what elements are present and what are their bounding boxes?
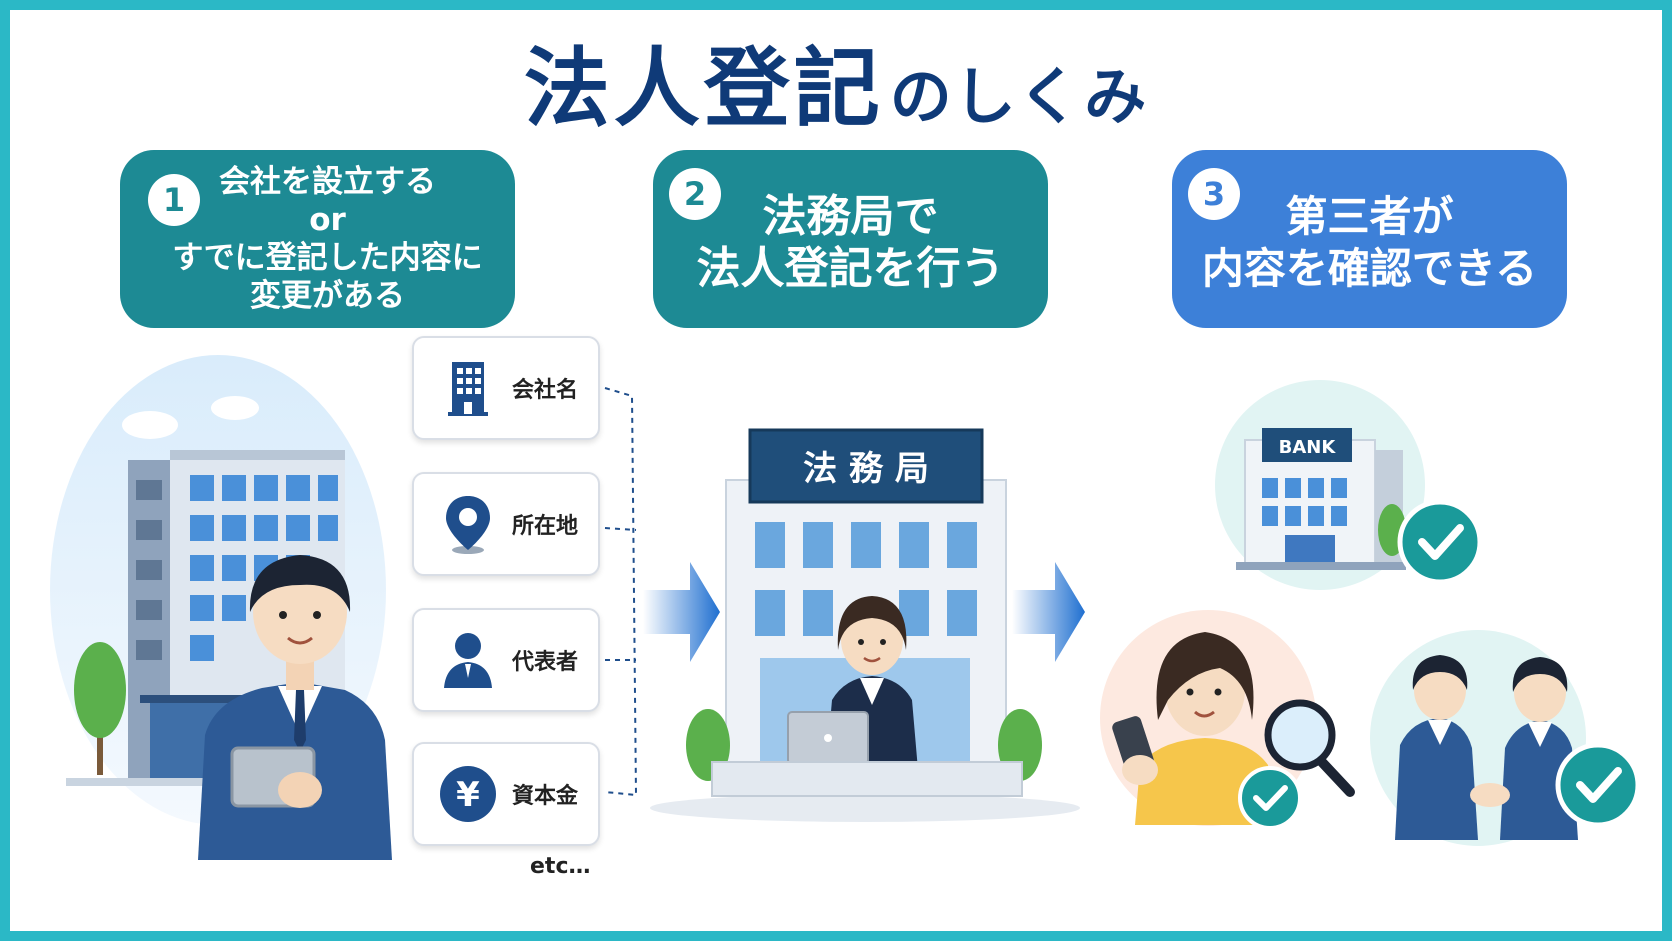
person-icon xyxy=(444,633,492,688)
step-3-box: 3 第三者が 内容を確認できる xyxy=(1172,150,1567,328)
info-label-capital: 資本金 xyxy=(512,784,579,809)
title-sub: のしくみ xyxy=(889,60,1149,133)
step-2-number: 2 xyxy=(669,168,721,220)
building-icon xyxy=(448,362,488,416)
info-card-representative: 代表者 xyxy=(412,608,600,712)
businessman xyxy=(198,555,392,860)
info-label-address: 所在地 xyxy=(512,514,579,539)
step-1-text: 会社を設立する or すでに登記した内容に 変更がある xyxy=(152,163,482,315)
woman-scene xyxy=(1100,610,1355,830)
arrow-right-1 xyxy=(643,562,720,662)
arrow-right-2 xyxy=(1012,562,1085,662)
step-1-number: 1 xyxy=(148,174,200,226)
bank-check-icon xyxy=(1397,499,1483,585)
step-1-box: 1 会社を設立する or すでに登記した内容に 変更がある xyxy=(120,150,515,328)
step-2-text: 法務局で 法人登記を行う xyxy=(697,183,1005,295)
info-label-company-name: 会社名 xyxy=(512,378,579,403)
cloud-2 xyxy=(211,396,259,420)
location-pin-icon xyxy=(446,496,490,554)
office-sign-text: 法 務 局 xyxy=(803,449,929,489)
title-main: 法人登記 xyxy=(523,39,884,139)
bank-sign-text: BANK xyxy=(1279,437,1337,458)
tree-left xyxy=(74,642,126,775)
info-card-address: 所在地 xyxy=(412,472,600,576)
legal-affairs-bureau xyxy=(650,428,1080,822)
step-1-line-4: 変更がある xyxy=(250,278,405,314)
cloud-1 xyxy=(122,411,178,439)
step-3-line-2: 内容を確認できる xyxy=(1201,244,1538,293)
company-scene xyxy=(50,355,392,860)
info-card-capital: ¥ 資本金 xyxy=(412,742,600,846)
magnifier-icon xyxy=(1264,699,1355,797)
bank-scene xyxy=(1215,380,1483,590)
yen-icon: ¥ xyxy=(440,766,496,822)
yen-glyph: ¥ xyxy=(456,775,480,815)
info-label-representative: 代表者 xyxy=(512,650,579,675)
step-1-line-1: 会社を設立する xyxy=(219,164,436,200)
info-card-company-name: 会社名 xyxy=(412,336,600,440)
step-3-line-1: 第三者が xyxy=(1285,192,1454,241)
step-2-line-2: 法人登記を行う xyxy=(696,243,1005,294)
etc-label: etc… xyxy=(530,854,591,879)
handshake-scene xyxy=(1370,630,1641,846)
step-1-line-3: すでに登記した内容に xyxy=(172,240,483,276)
page-title: 法人登記 のしくみ xyxy=(0,22,1672,132)
step-3-text: 第三者が 内容を確認できる xyxy=(1202,183,1537,295)
step-2-line-1: 法務局で xyxy=(762,191,939,242)
step-3-number: 3 xyxy=(1188,168,1240,220)
woman-check-icon xyxy=(1238,766,1302,830)
step-2-box: 2 法務局で 法人登記を行う xyxy=(653,150,1048,328)
handshake-check-icon xyxy=(1555,742,1641,828)
step-1-line-2: or xyxy=(309,202,346,238)
dashed-connector xyxy=(604,387,638,797)
